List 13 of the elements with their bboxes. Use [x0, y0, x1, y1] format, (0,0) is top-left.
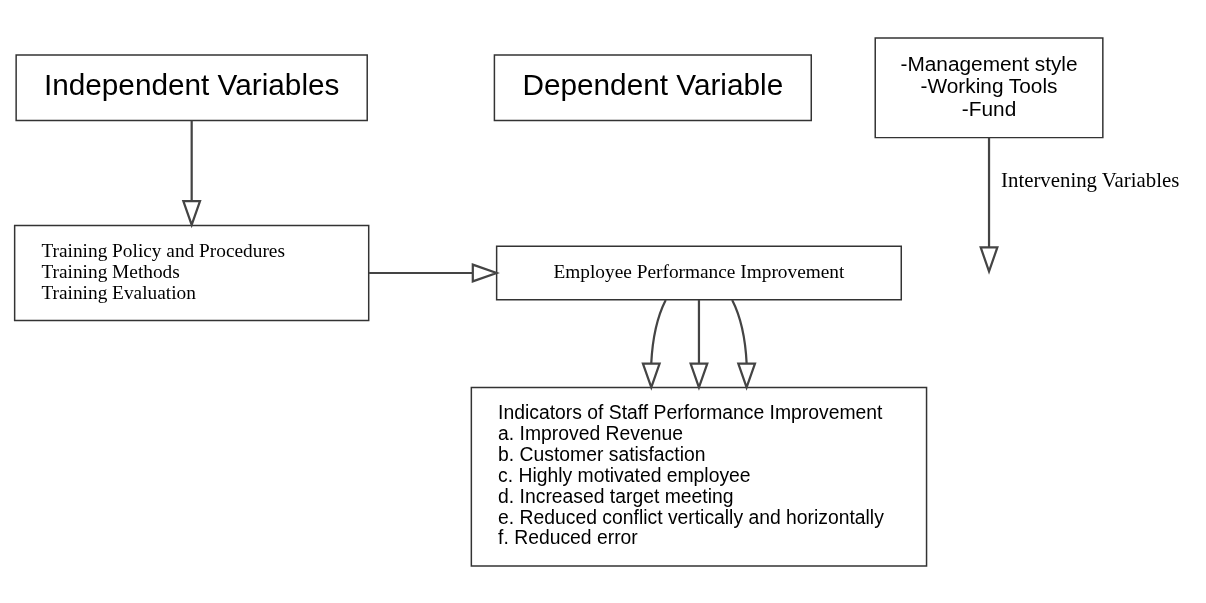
node-box: Dependent Variable [493, 53, 812, 121]
edge-label: Intervening Variables [1001, 167, 1180, 192]
node-box: Employee Performance Improvement [495, 244, 902, 300]
arrow [641, 298, 667, 391]
node-box: Indicators of Staff Performance Improvement a. Improved Revenue b. Customer satisfaction c. Highly motivated employee d. Increased target meeting e. Reduced conflict vertically and horizontally f. Reduced error [470, 386, 928, 567]
arrow [689, 299, 709, 391]
arrow [731, 298, 757, 391]
arrow [369, 262, 500, 283]
node-box: Independent Variables [15, 53, 368, 121]
arrow [181, 120, 202, 228]
node-box: -Management style -Working Tools -Fund [874, 36, 1104, 138]
arrow [979, 137, 999, 275]
node-box: Training Policy and Procedures Training Methods Training Evaluation [13, 224, 370, 321]
